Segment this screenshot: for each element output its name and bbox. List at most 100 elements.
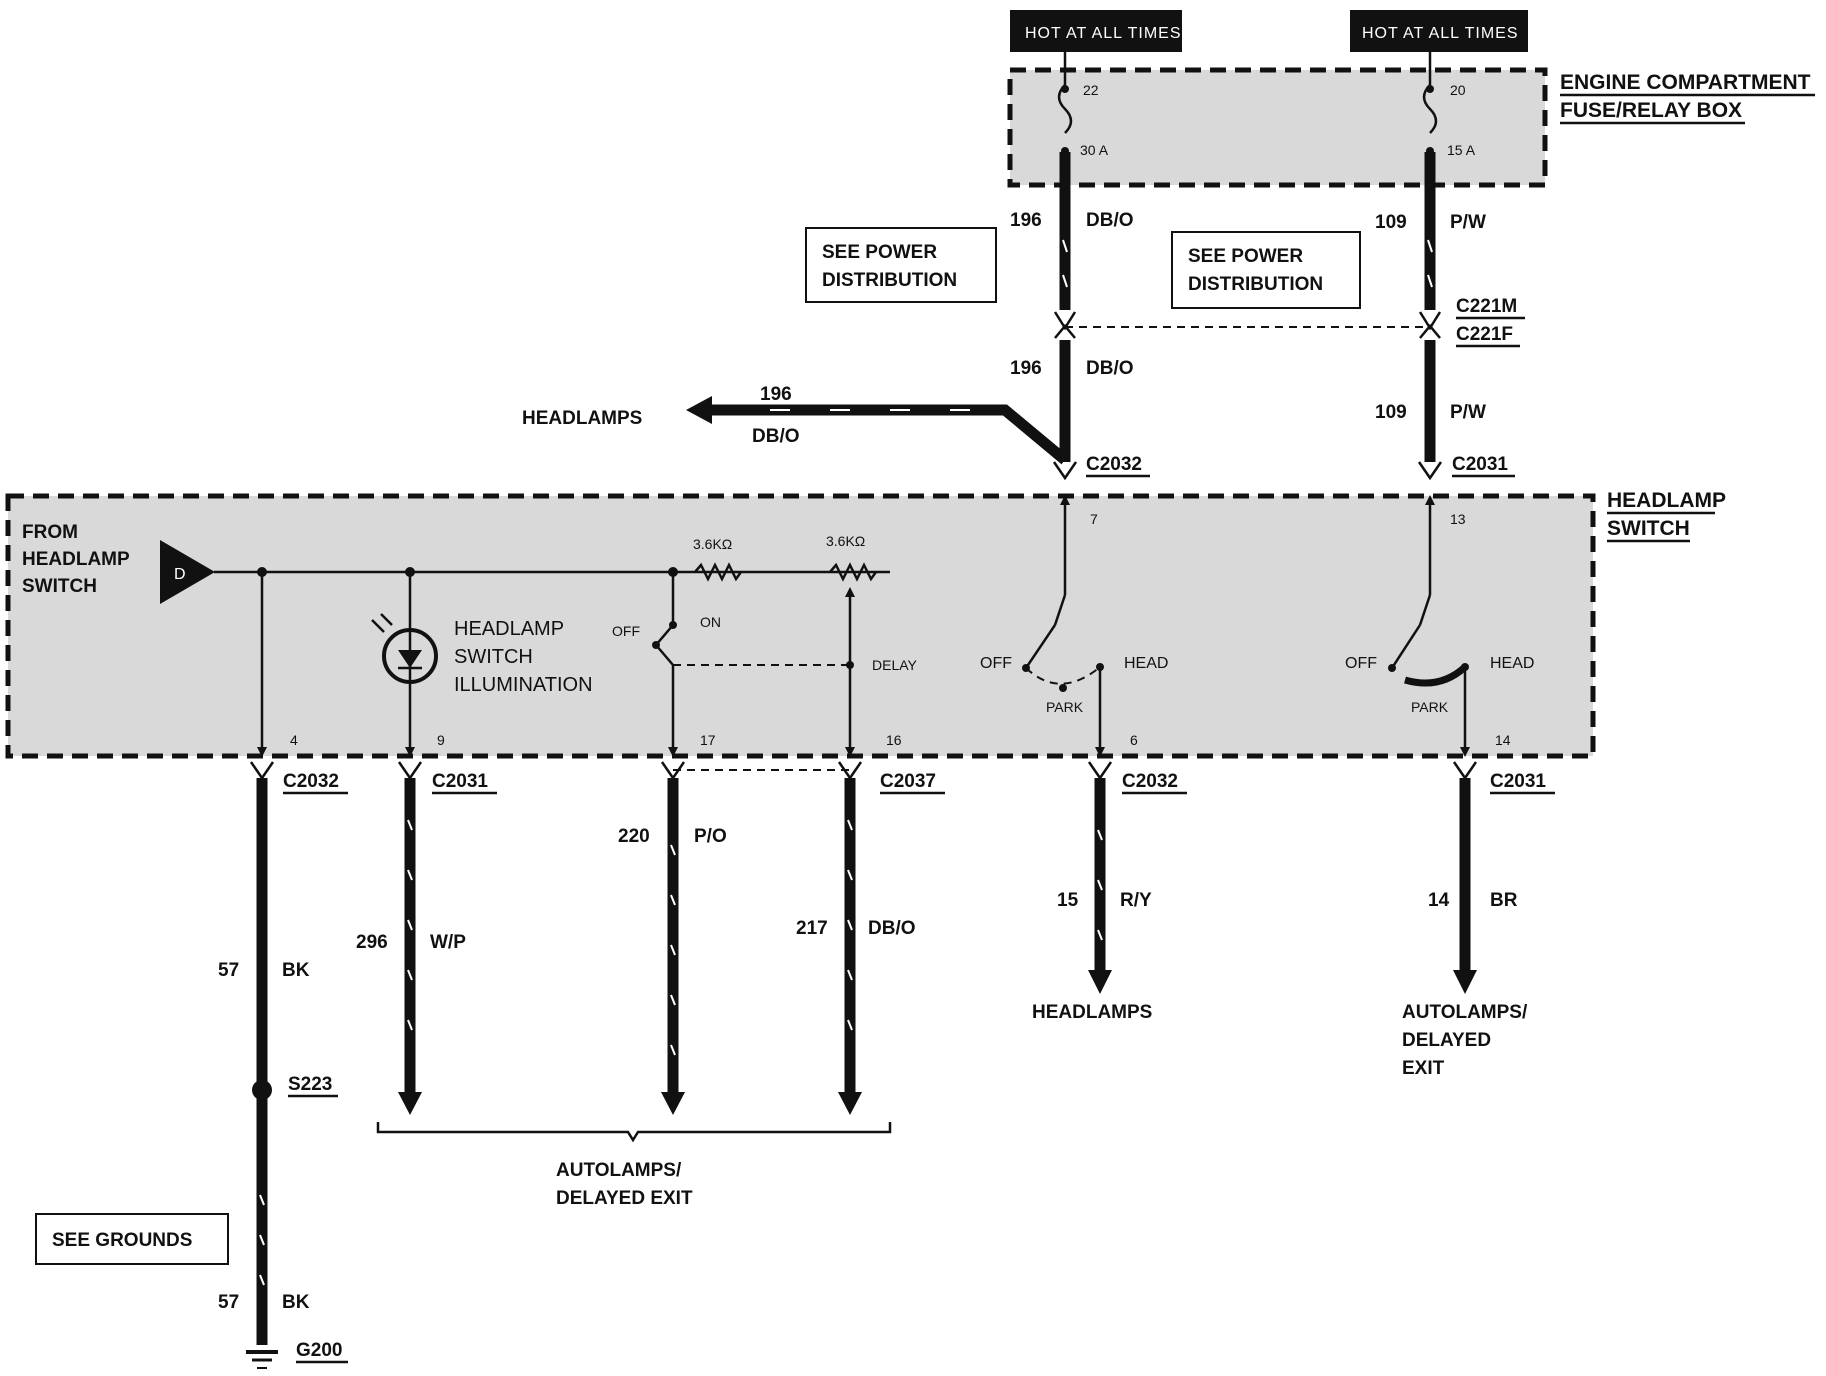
illumination-led-ray-2 xyxy=(380,613,393,626)
wire-196-color-branch: DB/O xyxy=(752,426,800,447)
wire-296-number: 296 xyxy=(356,932,388,953)
illumination-led-diode xyxy=(398,650,422,668)
from-headlamp-switch-line3: SWITCH xyxy=(22,576,97,597)
autolamps-right-line3: EXIT xyxy=(1402,1058,1445,1079)
headlamp-switch-title-line2: SWITCH xyxy=(1607,517,1690,540)
pin-14-label: 14 xyxy=(1495,732,1511,748)
headlamps-left-label: HEADLAMPS xyxy=(522,408,642,429)
wire-57-stripe-1 xyxy=(259,1194,265,1206)
connector-c2031-right: C2031 xyxy=(1490,771,1546,792)
connector-c2037: C2037 xyxy=(880,771,936,792)
switch-c-arc xyxy=(1404,664,1468,687)
fuse-box-title-line1: ENGINE COMPARTMENT xyxy=(1560,71,1811,94)
illumination-label-line2: SWITCH xyxy=(454,646,533,668)
wire-109-number-lower: 109 xyxy=(1375,402,1407,423)
delay-switch-on-label: ON xyxy=(700,614,721,630)
wire-15-stripe-3 xyxy=(1097,929,1103,941)
delay-switch-delay-label: DELAY xyxy=(872,657,918,673)
see-power-distribution-1-line2: DISTRIBUTION xyxy=(822,270,957,291)
wire-14-arrow xyxy=(1453,970,1477,994)
autolamps-bottom-line1: AUTOLAMPS/ xyxy=(556,1160,682,1181)
fuse-left-rating: 30 A xyxy=(1080,142,1109,158)
wire-109-stripe-1 xyxy=(1427,239,1433,253)
switch-b-blade xyxy=(1024,624,1057,669)
from-headlamp-switch-line2: HEADLAMP xyxy=(22,549,130,570)
switch-b-contact-park xyxy=(1059,684,1067,692)
illumination-label-line1: HEADLAMP xyxy=(454,618,564,640)
wire-296-stripe-5 xyxy=(407,1019,413,1031)
switch-c-park-label: PARK xyxy=(1411,699,1449,715)
fuse-right-number: 20 xyxy=(1450,82,1466,98)
wire-220-stripe-1 xyxy=(670,844,676,856)
wire-196-number-lower: 196 xyxy=(1010,358,1042,379)
wire-217-color: DB/O xyxy=(868,918,916,939)
switch-c-blade xyxy=(1390,624,1422,669)
c2031-left-pin xyxy=(397,761,423,781)
headlamps-left-arrow xyxy=(686,396,712,424)
wire-220-stripe-3 xyxy=(670,944,676,956)
hot-tag-right xyxy=(1350,10,1528,52)
wire-220-number: 220 xyxy=(618,826,650,847)
wire-296-stripe-1 xyxy=(407,819,413,831)
wire-220-stripe-5 xyxy=(670,1044,676,1056)
d-marker-triangle xyxy=(160,540,215,604)
d-marker-label: D xyxy=(174,566,186,583)
wire-217-stripe-3 xyxy=(847,919,853,931)
wire-296-color: W/P xyxy=(430,932,466,953)
connector-c221m: C221M xyxy=(1456,296,1517,317)
wire-220-color: P/O xyxy=(694,826,727,847)
fuse-left-number: 22 xyxy=(1083,82,1099,98)
hot-tag-right-text: HOT AT ALL TIMES xyxy=(1362,25,1519,42)
connector-c2031-left: C2031 xyxy=(432,771,488,792)
fuse-right-rating: 15 A xyxy=(1447,142,1476,158)
fuse-left-terminal-top xyxy=(1061,85,1069,93)
ground-g200-label: G200 xyxy=(296,1340,342,1361)
illumination-led-ray-1 xyxy=(371,619,385,633)
connector-c2032-right: C2032 xyxy=(1122,771,1178,792)
wire-15-stripe-2 xyxy=(1097,879,1103,891)
wire-217-stripe-4 xyxy=(847,969,853,981)
wire-57-color-upper: BK xyxy=(282,960,310,981)
delay-switch-off-label: OFF xyxy=(612,623,640,639)
wire-57-stripe-3 xyxy=(259,1274,265,1286)
autolamps-right-line1: AUTOLAMPS/ xyxy=(1402,1002,1528,1023)
illumination-label-line3: ILLUMINATION xyxy=(454,674,593,696)
c2031-top-pin xyxy=(1417,461,1443,481)
wire-15-color: R/Y xyxy=(1120,890,1152,911)
headlamp-switch-zone xyxy=(5,493,1596,759)
see-power-distribution-box-1[interactable] xyxy=(805,227,997,303)
see-power-distribution-2-line1: SEE POWER xyxy=(1188,246,1303,267)
wire-196-stripe-2 xyxy=(1062,274,1068,288)
resistor-2-value: 3.6KΩ xyxy=(826,533,865,549)
wire-196-stripe-1 xyxy=(1062,239,1068,253)
c2032-top-pin xyxy=(1052,461,1078,481)
pin-6-label: 6 xyxy=(1130,732,1138,748)
hot-tag-left-text: HOT AT ALL TIMES xyxy=(1025,25,1182,42)
fuse-left-element xyxy=(1057,84,1073,134)
resistor-1-value: 3.6KΩ xyxy=(693,536,732,552)
wire-220-stripe-2 xyxy=(670,894,676,906)
connector-c221f: C221F xyxy=(1456,324,1513,345)
wire-15-arrow xyxy=(1088,970,1112,994)
autolamps-bottom-line2: DELAYED EXIT xyxy=(556,1188,693,1209)
wire-196-branch-headlamps xyxy=(710,404,1069,465)
wire-109-color-lower: P/W xyxy=(1450,402,1486,423)
wire-196-number-branch: 196 xyxy=(760,384,792,405)
c2032-right-pin xyxy=(1087,761,1113,781)
pin-17-label: 17 xyxy=(700,732,716,748)
splice-s223 xyxy=(252,1080,272,1100)
pin-13-label: 13 xyxy=(1450,511,1466,527)
see-power-distribution-box-2[interactable] xyxy=(1171,231,1361,309)
wire-57-stripe-2 xyxy=(259,1234,265,1246)
wire-196-color-upper: DB/O xyxy=(1086,210,1134,231)
c2032-left-pin xyxy=(249,761,275,781)
wire-57-number-lower: 57 xyxy=(218,1292,239,1313)
wire-57-number-upper: 57 xyxy=(218,960,239,981)
wire-220-arrow xyxy=(661,1092,685,1115)
see-grounds-label: SEE GROUNDS xyxy=(52,1230,192,1251)
splice-s223-label: S223 xyxy=(288,1074,332,1095)
see-grounds-box[interactable] xyxy=(35,1213,229,1265)
resistor-1 xyxy=(694,562,743,582)
switch-b-off-label: OFF xyxy=(980,655,1012,672)
headlamp-switch-title-line1: HEADLAMP xyxy=(1607,489,1726,512)
